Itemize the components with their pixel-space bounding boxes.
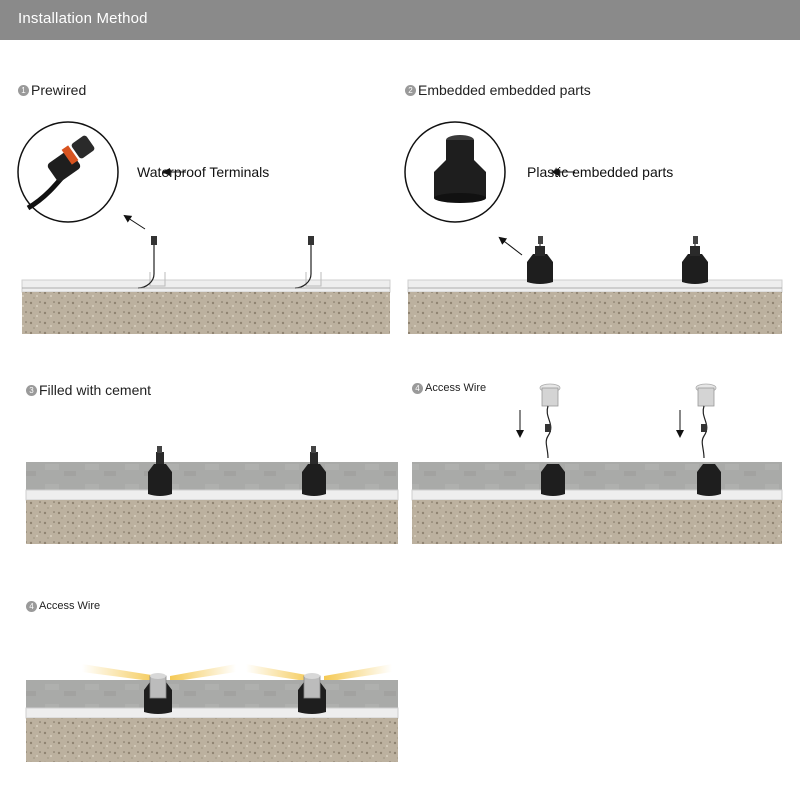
panel-3-cement [25,446,399,544]
gravel-layer-4b [26,718,398,762]
light-beam-right-1 [170,664,236,682]
step-4a-text: Access Wire [425,382,487,394]
gravel-layer [22,292,390,334]
panel-4b-installed [25,664,399,762]
plastic-embedded-parts-callout: Plastic embedded parts [527,164,674,180]
step-4a-label: 4 Access Wire [412,382,486,394]
gravel-layer-2 [408,292,782,334]
step-3-label: 3 Filled with cement [26,382,151,398]
step-3-text: Filled with cement [39,382,152,398]
step-1-number: 1 [18,84,29,96]
step-1-label: 1 Prewired [18,82,86,98]
gravel-layer-3 [26,500,398,544]
step-4b-text: Access Wire [39,600,101,612]
page-title: Installation Method [18,10,148,27]
installed-light-1 [144,673,172,714]
header-bar: Installation Method [0,0,800,40]
step-4a-number: 4 [412,382,423,394]
step-4b-label: 4 Access Wire [26,600,100,612]
gravel-layer-4a [412,500,782,544]
panel-1-prewired [17,121,391,334]
waterproof-terminals-callout: Waterproof Terminals [137,164,270,180]
cement-layer-4a [412,462,782,490]
waterproof-terminal-icon [26,135,95,211]
light-fixture-2 [695,383,721,496]
step-3-number: 3 [26,384,37,396]
embedded-part-2 [682,236,708,284]
step-1-text: Prewired [31,82,87,98]
installed-light-2 [298,673,326,714]
step-2-text: Embedded embedded parts [418,82,591,98]
light-beam-left-2 [246,664,312,682]
light-beam-left-1 [82,664,158,682]
light-fixture-1 [539,383,565,496]
panel-2-embedded-parts [404,121,783,334]
cement-layer-4b [26,680,398,708]
light-beam-right-2 [324,664,392,682]
panel-4a-access-wire [411,383,783,544]
embedded-part-1 [527,236,553,284]
step-4b-number: 4 [26,600,37,612]
cemented-part-2 [302,446,326,496]
step-2-label: 2 Embedded embedded parts [405,82,591,98]
cemented-part-1 [148,446,172,496]
cement-layer [26,462,398,490]
step-2-number: 2 [405,84,416,96]
plastic-embedded-part-icon [434,135,486,203]
